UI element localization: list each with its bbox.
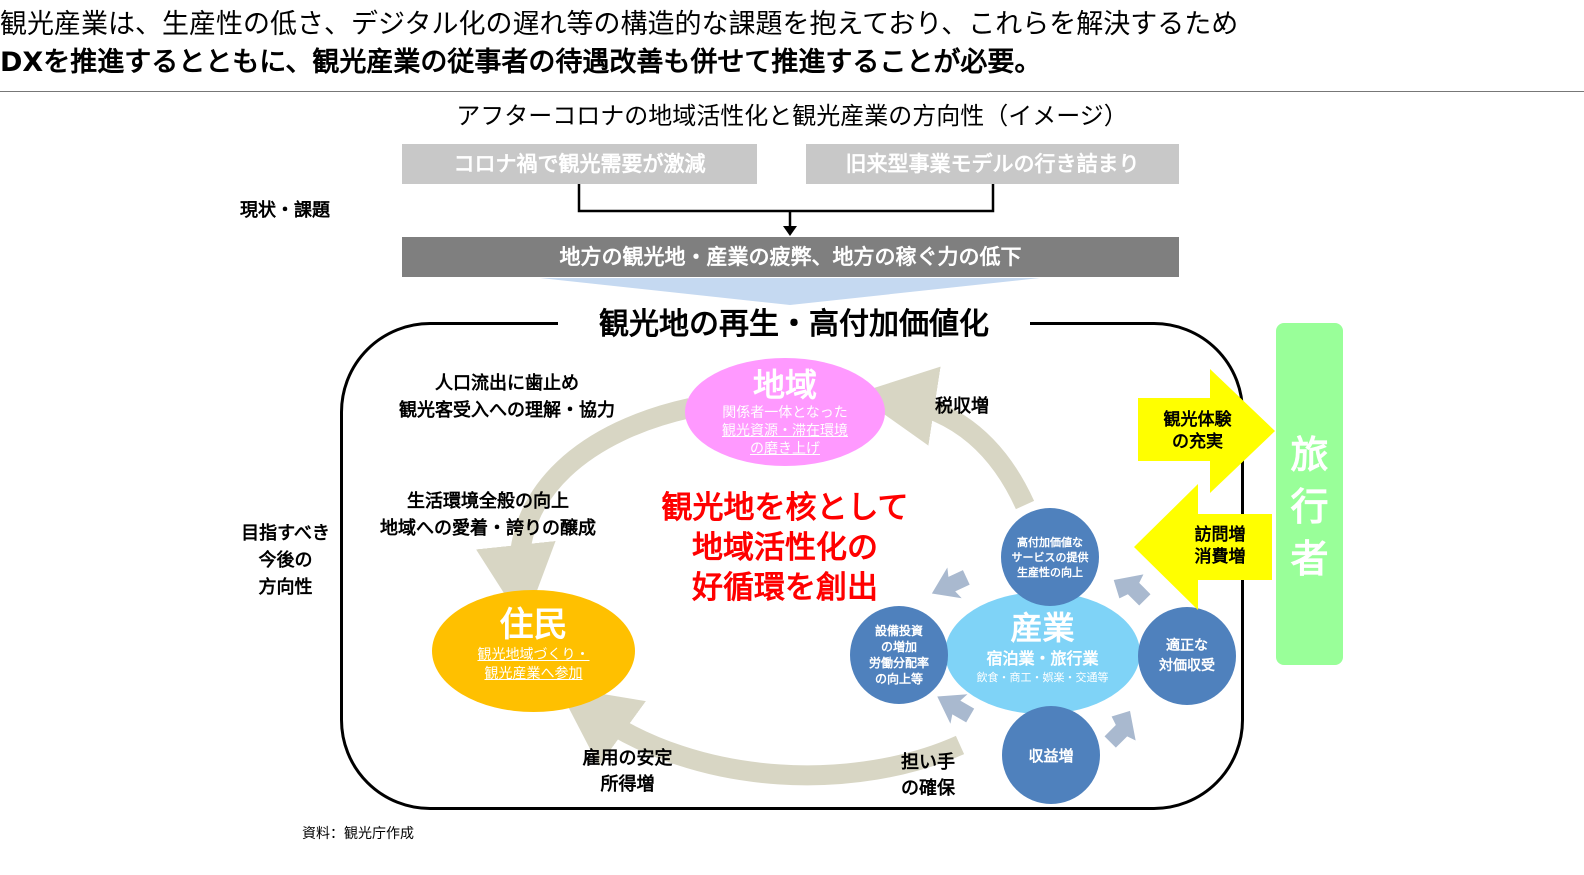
circle-top-line-3: 生産性の向上: [1017, 565, 1083, 579]
center-line-1: 観光地を核として: [661, 490, 909, 526]
region-line-3: の磨き上げ: [750, 441, 820, 457]
circle-capital-investment: 設備投資 の増加 労働分配率 の向上等: [850, 606, 948, 704]
resident-line-2: 観光産業へ参加: [484, 666, 583, 682]
traveler-box: 旅 行 者: [1276, 323, 1343, 665]
arrow-in-line-2: 消費増: [1194, 547, 1246, 567]
traveler-char-3: 者: [1290, 537, 1329, 581]
center-line-3: 好循環を創出: [692, 570, 878, 606]
label-employment-line-1: 雇用の安定: [582, 748, 673, 769]
circle-left-line-4: の向上等: [874, 672, 923, 686]
current-issues-label: 現状・課題: [240, 200, 330, 221]
label-population-outflow: 人口流出に歯止め 観光客受入への理解・協力: [372, 370, 642, 424]
arrow-in-line-1: 訪問増: [1194, 525, 1246, 545]
issue-covid-demand-drop: コロナ禍で観光需要が激減: [402, 144, 757, 184]
header-line-2: DXを推進するとともに、観光産業の従事者の待遇改善も併せて推進することが必要。: [0, 47, 1042, 78]
arrow-out-line-1: 観光体験: [1163, 410, 1232, 430]
resident-title: 住民: [499, 605, 568, 645]
traveler-char-2: 行: [1290, 485, 1329, 529]
frame-title: 観光地の再生・高付加価値化: [558, 305, 1030, 345]
region-node: 地域 関係者一体となった 観光資源・滞在環境 の磨き上げ: [685, 358, 885, 466]
source-note: 資料：観光庁作成: [302, 826, 414, 842]
region-line-1: 関係者一体となった: [722, 405, 848, 421]
label-employment: 雇用の安定 所得増: [570, 746, 685, 798]
label-workforce-line-1: 担い手: [901, 752, 955, 773]
label-workforce: 担い手 の確保: [888, 750, 968, 802]
circle-right-line-1: 適正な: [1166, 638, 1208, 654]
arrow-out-line-2: の充実: [1172, 432, 1223, 452]
future-label-line-1: 目指すべき: [241, 523, 330, 544]
label-workforce-line-2: の確保: [901, 778, 955, 799]
industry-sub: 宿泊業・旅行業: [986, 649, 1099, 668]
future-direction-label: 目指すべき 今後の 方向性: [228, 520, 343, 601]
label-tax-increase: 税収増: [935, 396, 989, 417]
header-line-1: 観光産業は、生産性の低さ、デジタル化の遅れ等の構造的な課題を抱えており、これらを…: [0, 9, 1239, 40]
arrow-out-label: 観光体験 の充実: [1150, 409, 1245, 453]
traveler-char-1: 旅: [1290, 433, 1329, 477]
label-population-outflow-line-1: 人口流出に歯止め: [435, 373, 579, 394]
circle-left-line-3: 労働分配率: [868, 656, 929, 670]
circle-top-line-2: サービスの提供: [1011, 550, 1089, 564]
future-label-line-3: 方向性: [258, 577, 313, 598]
industry-node: 産業 宿泊業・旅行業 飲食・商工・娯楽・交通等: [945, 592, 1140, 714]
header-divider: [0, 91, 1584, 92]
region-title: 地域: [752, 366, 817, 404]
arrow-in-label: 訪問増 消費増: [1180, 524, 1260, 568]
label-population-outflow-line-2: 観光客受入への理解・協力: [399, 400, 615, 421]
circle-revenue-increase: 収益増: [1002, 706, 1100, 804]
arrow-from-traveler: [1134, 484, 1272, 610]
circle-bottom-text: 収益増: [1028, 746, 1074, 765]
circle-left-line-1: 設備投資: [874, 624, 923, 638]
issue-legacy-business-model: 旧来型事業モデルの行き詰まり: [806, 144, 1179, 184]
label-living-environment: 生活環境全般の向上 地域への愛着・誇りの醸成: [358, 488, 618, 542]
label-living-line-2: 地域への愛着・誇りの醸成: [380, 518, 596, 539]
circle-fair-compensation: 適正な 対価収受: [1138, 607, 1236, 705]
industry-subsmall: 飲食・商工・娯楽・交通等: [976, 671, 1109, 684]
arrow-to-traveler: [1138, 369, 1275, 493]
label-living-line-1: 生活環境全般の向上: [407, 491, 569, 512]
label-employment-line-2: 所得増: [600, 774, 655, 795]
issue-regional-decline: 地方の観光地・産業の疲弊、地方の稼ぐ力の低下: [402, 237, 1179, 277]
center-line-2: 地域活性化の: [692, 530, 878, 566]
circle-left-line-2: の増加: [880, 640, 917, 654]
circle-top-line-1: 高付加価値な: [1017, 535, 1083, 549]
center-message: 観光地を核として 地域活性化の 好循環を創出: [640, 488, 930, 608]
region-line-2: 観光資源・滞在環境: [722, 423, 848, 439]
circle-right-line-2: 対価収受: [1159, 658, 1215, 674]
resident-line-1: 観光地域づくり・: [477, 647, 590, 663]
future-label-line-2: 今後の: [258, 550, 313, 571]
resident-node: 住民 観光地域づくり・ 観光産業へ参加: [432, 590, 635, 712]
circle-high-value-services: 高付加価値な サービスの提供 生産性の向上: [1001, 508, 1099, 606]
industry-title: 産業: [1010, 609, 1075, 647]
diagram-title: アフターコロナの地域活性化と観光産業の方向性（イメージ）: [456, 102, 1128, 130]
